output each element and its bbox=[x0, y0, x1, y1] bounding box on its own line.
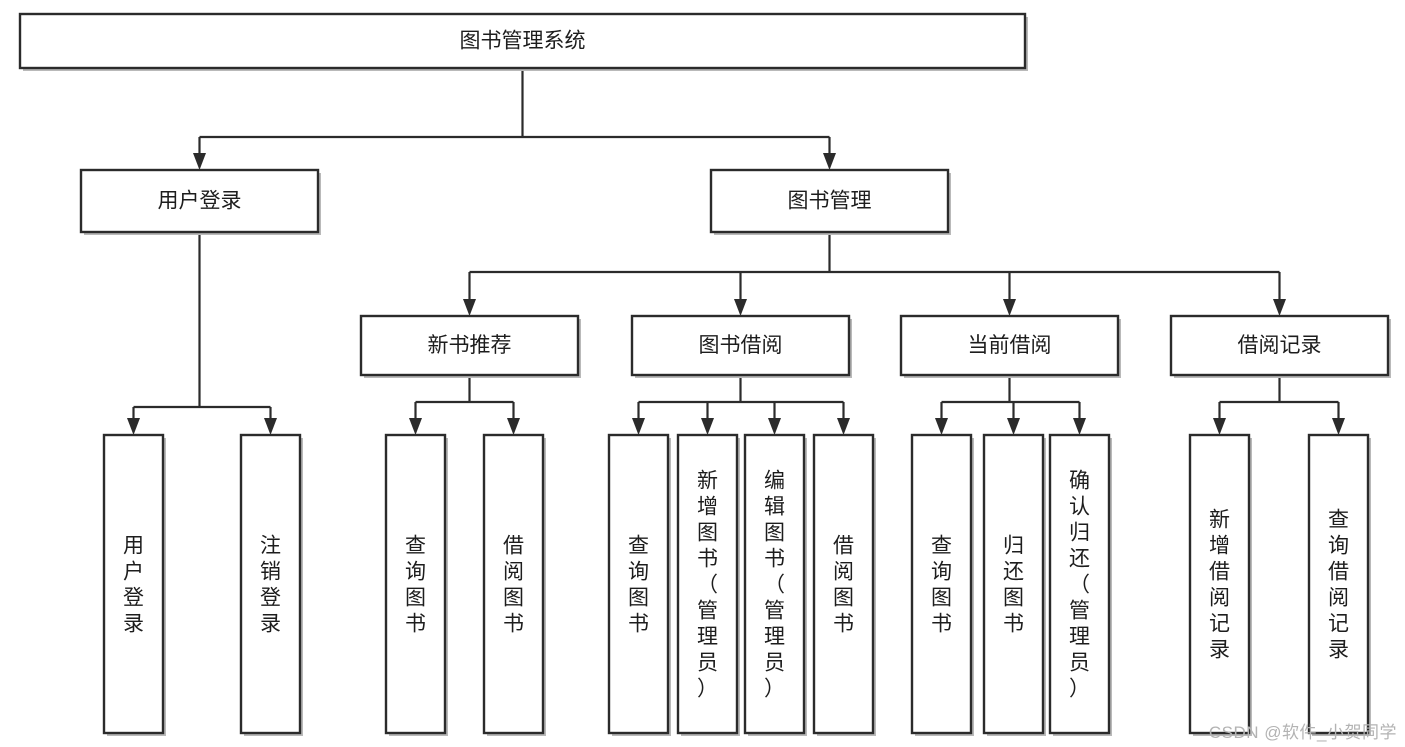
node-leaf-borrow-book-rec[interactable]: 借阅图书 bbox=[482, 433, 546, 736]
edge-arrowhead bbox=[264, 418, 277, 435]
csdn-watermark: CSDN @软件_小贺同学 bbox=[1208, 723, 1397, 742]
edge-arrowhead bbox=[632, 418, 645, 435]
edge-arrowhead bbox=[768, 418, 781, 435]
node-label: 注销登录 bbox=[260, 534, 281, 635]
node-label: 图书管理系统 bbox=[460, 30, 586, 53]
node-book-manage[interactable]: 图书管理 bbox=[709, 168, 951, 235]
node-label: 用户登录 bbox=[158, 190, 242, 213]
node-box bbox=[1188, 433, 1251, 735]
node-leaf-user-login[interactable]: 用户登录 bbox=[102, 433, 166, 736]
node-leaf-add-record[interactable]: 新增借阅记录 bbox=[1188, 433, 1252, 736]
node-box bbox=[482, 433, 545, 735]
node-label: 编辑图书（管理员） bbox=[764, 469, 785, 700]
node-leaf-add-book[interactable]: 新增图书（管理员） bbox=[676, 433, 740, 736]
node-new-book-recommend[interactable]: 新书推荐 bbox=[359, 314, 581, 378]
node-box bbox=[630, 314, 851, 377]
node-box bbox=[1307, 433, 1370, 735]
node-label: 新增借阅记录 bbox=[1209, 508, 1230, 661]
edge-arrowhead bbox=[1073, 418, 1086, 435]
node-user-login[interactable]: 用户登录 bbox=[79, 168, 321, 235]
node-current-borrow[interactable]: 当前借阅 bbox=[899, 314, 1121, 378]
node-box bbox=[607, 433, 670, 735]
node-leaf-return-book[interactable]: 归还图书 bbox=[982, 433, 1046, 736]
node-root[interactable]: 图书管理系统 bbox=[18, 12, 1028, 71]
node-box bbox=[899, 314, 1120, 377]
node-leaf-logout[interactable]: 注销登录 bbox=[239, 433, 303, 736]
node-label: 当前借阅 bbox=[968, 334, 1052, 357]
node-box bbox=[18, 12, 1027, 70]
edge-arrowhead bbox=[837, 418, 850, 435]
edge-arrowhead bbox=[127, 418, 140, 435]
node-box bbox=[910, 433, 973, 735]
edge-arrowhead bbox=[1332, 418, 1345, 435]
edge-arrowhead bbox=[1007, 418, 1020, 435]
connector-layer bbox=[127, 68, 1345, 435]
edge-arrowhead bbox=[507, 418, 520, 435]
node-box bbox=[982, 433, 1045, 735]
node-leaf-query-book-rec[interactable]: 查询图书 bbox=[384, 433, 448, 736]
edge-arrowhead bbox=[701, 418, 714, 435]
edge-arrowhead bbox=[734, 299, 747, 316]
node-book-borrow[interactable]: 图书借阅 bbox=[630, 314, 852, 378]
node-box bbox=[384, 433, 447, 735]
node-label: 查询图书 bbox=[931, 534, 952, 635]
node-label: 查询借阅记录 bbox=[1328, 508, 1349, 661]
node-label: 查询图书 bbox=[405, 534, 426, 635]
node-label: 图书借阅 bbox=[699, 334, 783, 357]
node-label: 查询图书 bbox=[628, 534, 649, 635]
edge-arrowhead bbox=[1003, 299, 1016, 316]
node-label: 借阅图书 bbox=[833, 534, 854, 635]
edge-arrowhead bbox=[463, 299, 476, 316]
node-box bbox=[812, 433, 875, 735]
node-leaf-query-book-bb[interactable]: 查询图书 bbox=[607, 433, 671, 736]
node-box bbox=[676, 433, 739, 735]
node-box bbox=[102, 433, 165, 735]
node-leaf-confirm-return[interactable]: 确认归还（管理员） bbox=[1048, 433, 1112, 736]
edge-arrowhead bbox=[935, 418, 948, 435]
node-layer: 图书管理系统用户登录图书管理新书推荐图书借阅当前借阅借阅记录用户登录注销登录查询… bbox=[18, 12, 1391, 736]
node-box bbox=[743, 433, 806, 735]
node-leaf-query-book-cb[interactable]: 查询图书 bbox=[910, 433, 974, 736]
node-leaf-query-record[interactable]: 查询借阅记录 bbox=[1307, 433, 1371, 736]
node-label: 新增图书（管理员） bbox=[697, 469, 718, 700]
node-box bbox=[359, 314, 580, 377]
node-leaf-borrow-book-bb[interactable]: 借阅图书 bbox=[812, 433, 876, 736]
node-label: 图书管理 bbox=[788, 190, 872, 213]
node-label: 借阅图书 bbox=[503, 534, 524, 635]
node-box bbox=[79, 168, 320, 234]
node-box bbox=[239, 433, 302, 735]
node-box bbox=[1169, 314, 1390, 377]
node-label: 确认归还（管理员） bbox=[1069, 469, 1090, 700]
node-label: 新书推荐 bbox=[428, 334, 512, 357]
edge-arrowhead bbox=[1273, 299, 1286, 316]
node-borrow-record[interactable]: 借阅记录 bbox=[1169, 314, 1391, 378]
edge-arrowhead bbox=[1213, 418, 1226, 435]
node-box bbox=[709, 168, 950, 234]
node-box bbox=[1048, 433, 1111, 735]
edge-arrowhead bbox=[409, 418, 422, 435]
edge-arrowhead bbox=[823, 153, 836, 170]
node-label: 用户登录 bbox=[123, 534, 144, 635]
node-leaf-edit-book[interactable]: 编辑图书（管理员） bbox=[743, 433, 807, 736]
node-label: 借阅记录 bbox=[1238, 334, 1322, 357]
edge-arrowhead bbox=[193, 153, 206, 170]
node-label: 归还图书 bbox=[1003, 534, 1024, 635]
